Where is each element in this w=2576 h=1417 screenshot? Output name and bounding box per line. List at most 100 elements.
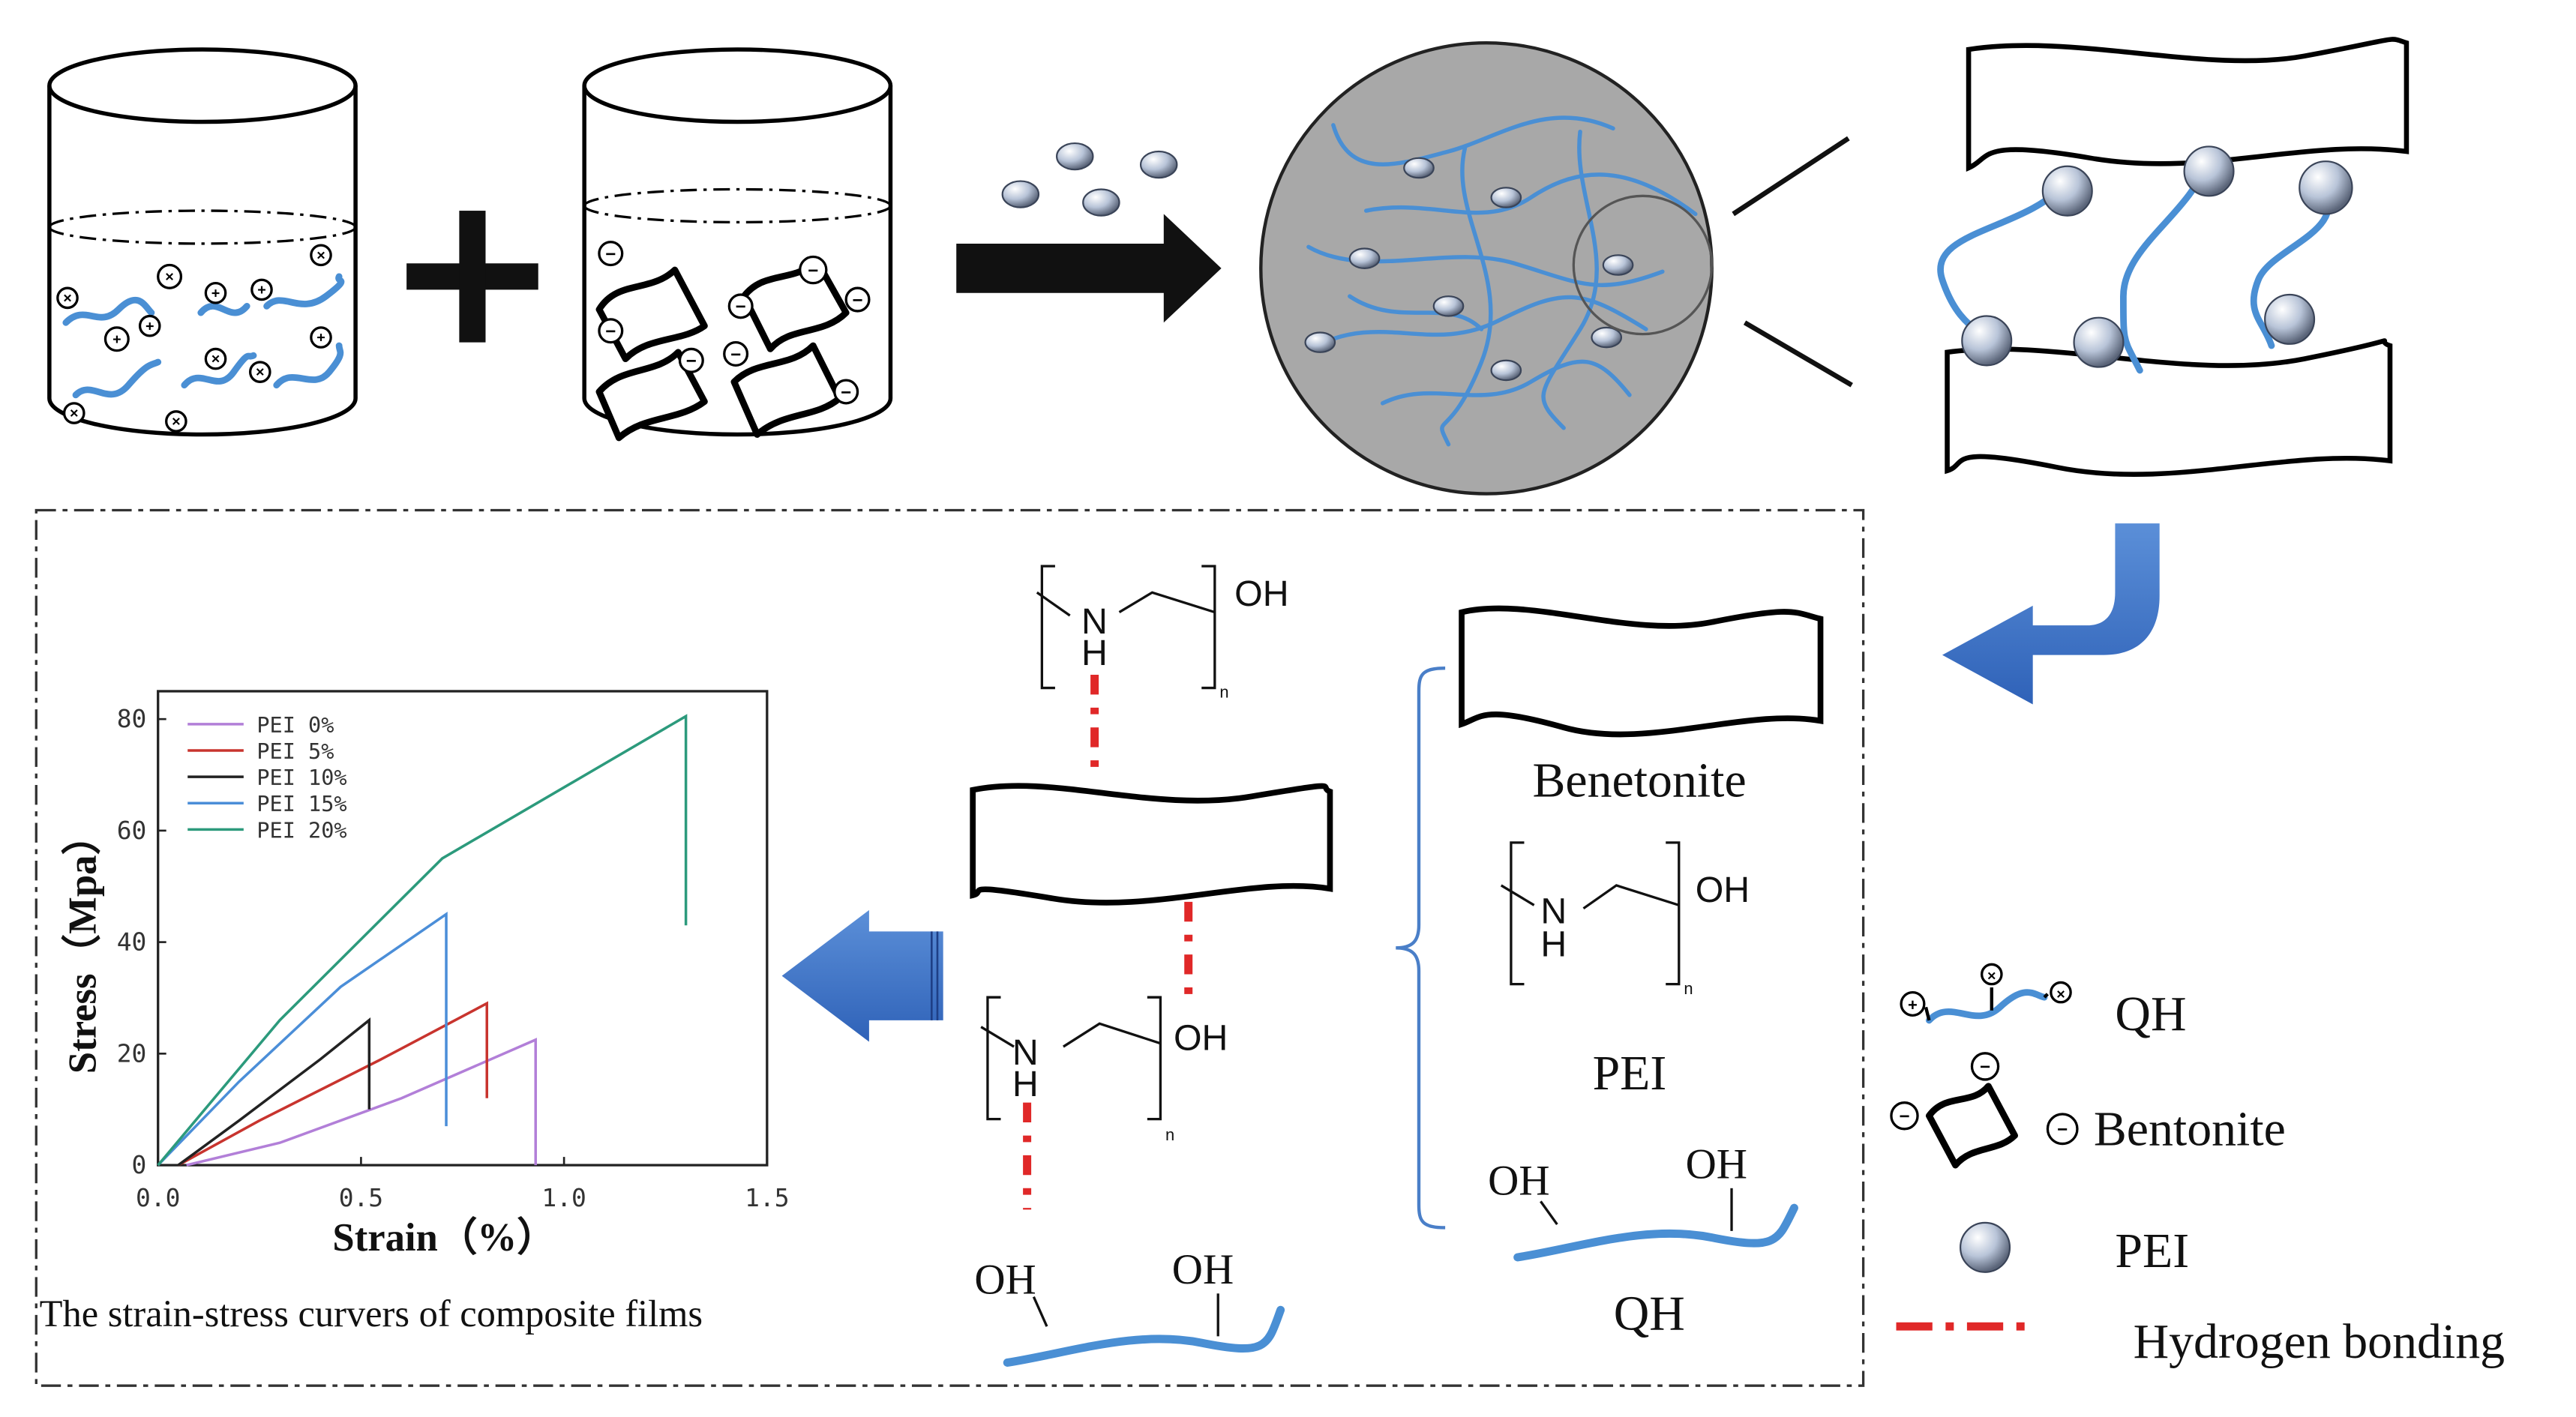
key-qh-icon: + × ×: [1900, 963, 2072, 1024]
benetonite-label: Benetonite: [1533, 753, 1747, 807]
cross-mark: ×: [165, 268, 174, 285]
pei-h-atom: H: [1012, 1064, 1039, 1104]
key-pei-label: PEI: [2115, 1224, 2189, 1278]
legend-label: PEI 15%: [256, 792, 346, 816]
pei-oh-group: OH: [1174, 1017, 1228, 1058]
qh-structure-bottom: OH OH: [974, 1246, 1285, 1367]
zoomed-structure: [1937, 37, 2410, 477]
y-tick-label: 0: [132, 1150, 147, 1179]
plus-mark: +: [1908, 996, 1918, 1014]
qh-oh-group: OH: [1488, 1158, 1549, 1205]
minus-mark: −: [808, 261, 818, 281]
pei-beads-floating: [1001, 142, 1178, 217]
pei-n-subscript: n: [1684, 979, 1693, 998]
x-tick-label: 1.5: [745, 1183, 789, 1212]
anion-markers: [598, 241, 871, 405]
cross-mark: ×: [70, 406, 79, 422]
series-line: [177, 1017, 371, 1167]
x-tick-label: 0.0: [136, 1183, 180, 1212]
minus-mark: −: [605, 244, 616, 265]
series-line: [186, 1038, 537, 1167]
series-line: [157, 912, 448, 1167]
key-qh-label: QH: [2115, 987, 2186, 1041]
left-arrow-icon: [781, 909, 943, 1042]
qh-label: QH: [1614, 1287, 1685, 1341]
beaker-bentonite: − − − − − − − −: [582, 47, 893, 442]
plus-mark: +: [211, 285, 220, 301]
qh-oh-group: OH: [1686, 1141, 1747, 1188]
benetonite-sheet-icon: [1459, 605, 1824, 738]
pei-oh-group: OH: [1696, 870, 1750, 910]
cross-mark: ×: [256, 364, 265, 381]
charge-markers: [56, 244, 332, 433]
key-pei-bead-icon: [1960, 1221, 2011, 1273]
legend-label: PEI 5%: [256, 739, 334, 764]
minus-mark: −: [736, 297, 746, 317]
process-arrow-icon: [956, 214, 1222, 323]
y-axis-label: Stress（Mpa）: [60, 816, 104, 1074]
legend-label: PEI 10%: [256, 765, 346, 790]
pei-n-atom: N: [1540, 891, 1567, 931]
pei-structure-legend: N H OH n: [1500, 841, 1750, 998]
minus-mark: −: [686, 352, 697, 372]
key-bentonite-icon: − − −: [1890, 1052, 2079, 1169]
pei-h-atom: H: [1081, 633, 1108, 673]
key-hbond-label: Hydrogen bonding: [2134, 1314, 2505, 1369]
pei-structure-bottom: N H OH n: [980, 996, 1228, 1144]
y-tick-label: 80: [117, 704, 147, 733]
plus-mark: +: [316, 330, 325, 346]
pei-label: PEI: [1593, 1046, 1667, 1101]
symbol-key: + × × QH − − − Bentonite PEI Hydrogen bo…: [1890, 963, 2505, 1369]
cross-mark: ×: [172, 414, 181, 430]
results-frame: [34, 508, 1865, 1387]
minus-mark: −: [1980, 1057, 1990, 1077]
cross-mark: ×: [63, 290, 72, 307]
minus-mark: −: [1899, 1107, 1909, 1127]
pei-n-subscript: n: [1165, 1125, 1174, 1144]
pei-oh-group: OH: [1234, 574, 1288, 614]
minus-mark: −: [852, 290, 862, 310]
pei-structure-top: N H OH n: [1036, 565, 1289, 702]
plus-mark: +: [145, 318, 154, 334]
x-axis-label: Strain（%）: [332, 1215, 556, 1260]
legend-label: PEI 0%: [256, 713, 334, 738]
plot-frame: [157, 690, 769, 1167]
cross-mark: ×: [211, 351, 220, 367]
legend-label: PEI 20%: [256, 818, 346, 843]
minus-mark: −: [2057, 1120, 2068, 1140]
pei-n-subscript: n: [1219, 683, 1228, 702]
minus-mark: −: [605, 322, 616, 342]
component-list: Benetonite N H OH n PEI OH OH QH: [1396, 605, 1824, 1341]
plus-mark: +: [112, 331, 121, 348]
qh-chains: [62, 273, 345, 399]
plus-mark: +: [257, 282, 266, 298]
anion-signs: − − − − − − − −: [605, 244, 862, 403]
curved-arrow-icon: [1942, 523, 2160, 705]
cross-mark: ×: [316, 247, 325, 264]
minus-mark: −: [730, 345, 741, 365]
series-line: [157, 714, 688, 1167]
minus-mark: −: [841, 382, 851, 403]
qh-structure-legend: OH OH: [1488, 1141, 1798, 1262]
cross-mark: ×: [2056, 986, 2065, 1002]
qh-oh-group: OH: [1172, 1246, 1234, 1293]
y-tick-label: 60: [117, 816, 147, 845]
x-tick-label: 0.5: [339, 1183, 383, 1212]
pei-h-atom: H: [1540, 924, 1567, 964]
clay-sheet-center: [970, 783, 1333, 906]
cross-mark: ×: [1987, 968, 1996, 984]
composite-circle: [1259, 40, 1714, 496]
charge-signs: × × + + + + × × × + × ×: [63, 247, 325, 430]
pei-n-atom: N: [1012, 1032, 1039, 1073]
pei-n-atom: N: [1081, 601, 1108, 642]
chart-caption: The strain-stress curvers of composite f…: [40, 1293, 703, 1335]
qh-oh-group: OH: [974, 1256, 1036, 1303]
clay-sheets: [595, 256, 850, 442]
beaker-qh: × × + + + + × × × + × ×: [47, 47, 358, 437]
hbond-mechanism: N H OH n N H OH n OH OH: [970, 565, 1333, 1367]
x-tick-label: 1.0: [541, 1183, 586, 1212]
y-tick-label: 20: [117, 1038, 147, 1068]
zoom-lines: [1732, 136, 1853, 388]
